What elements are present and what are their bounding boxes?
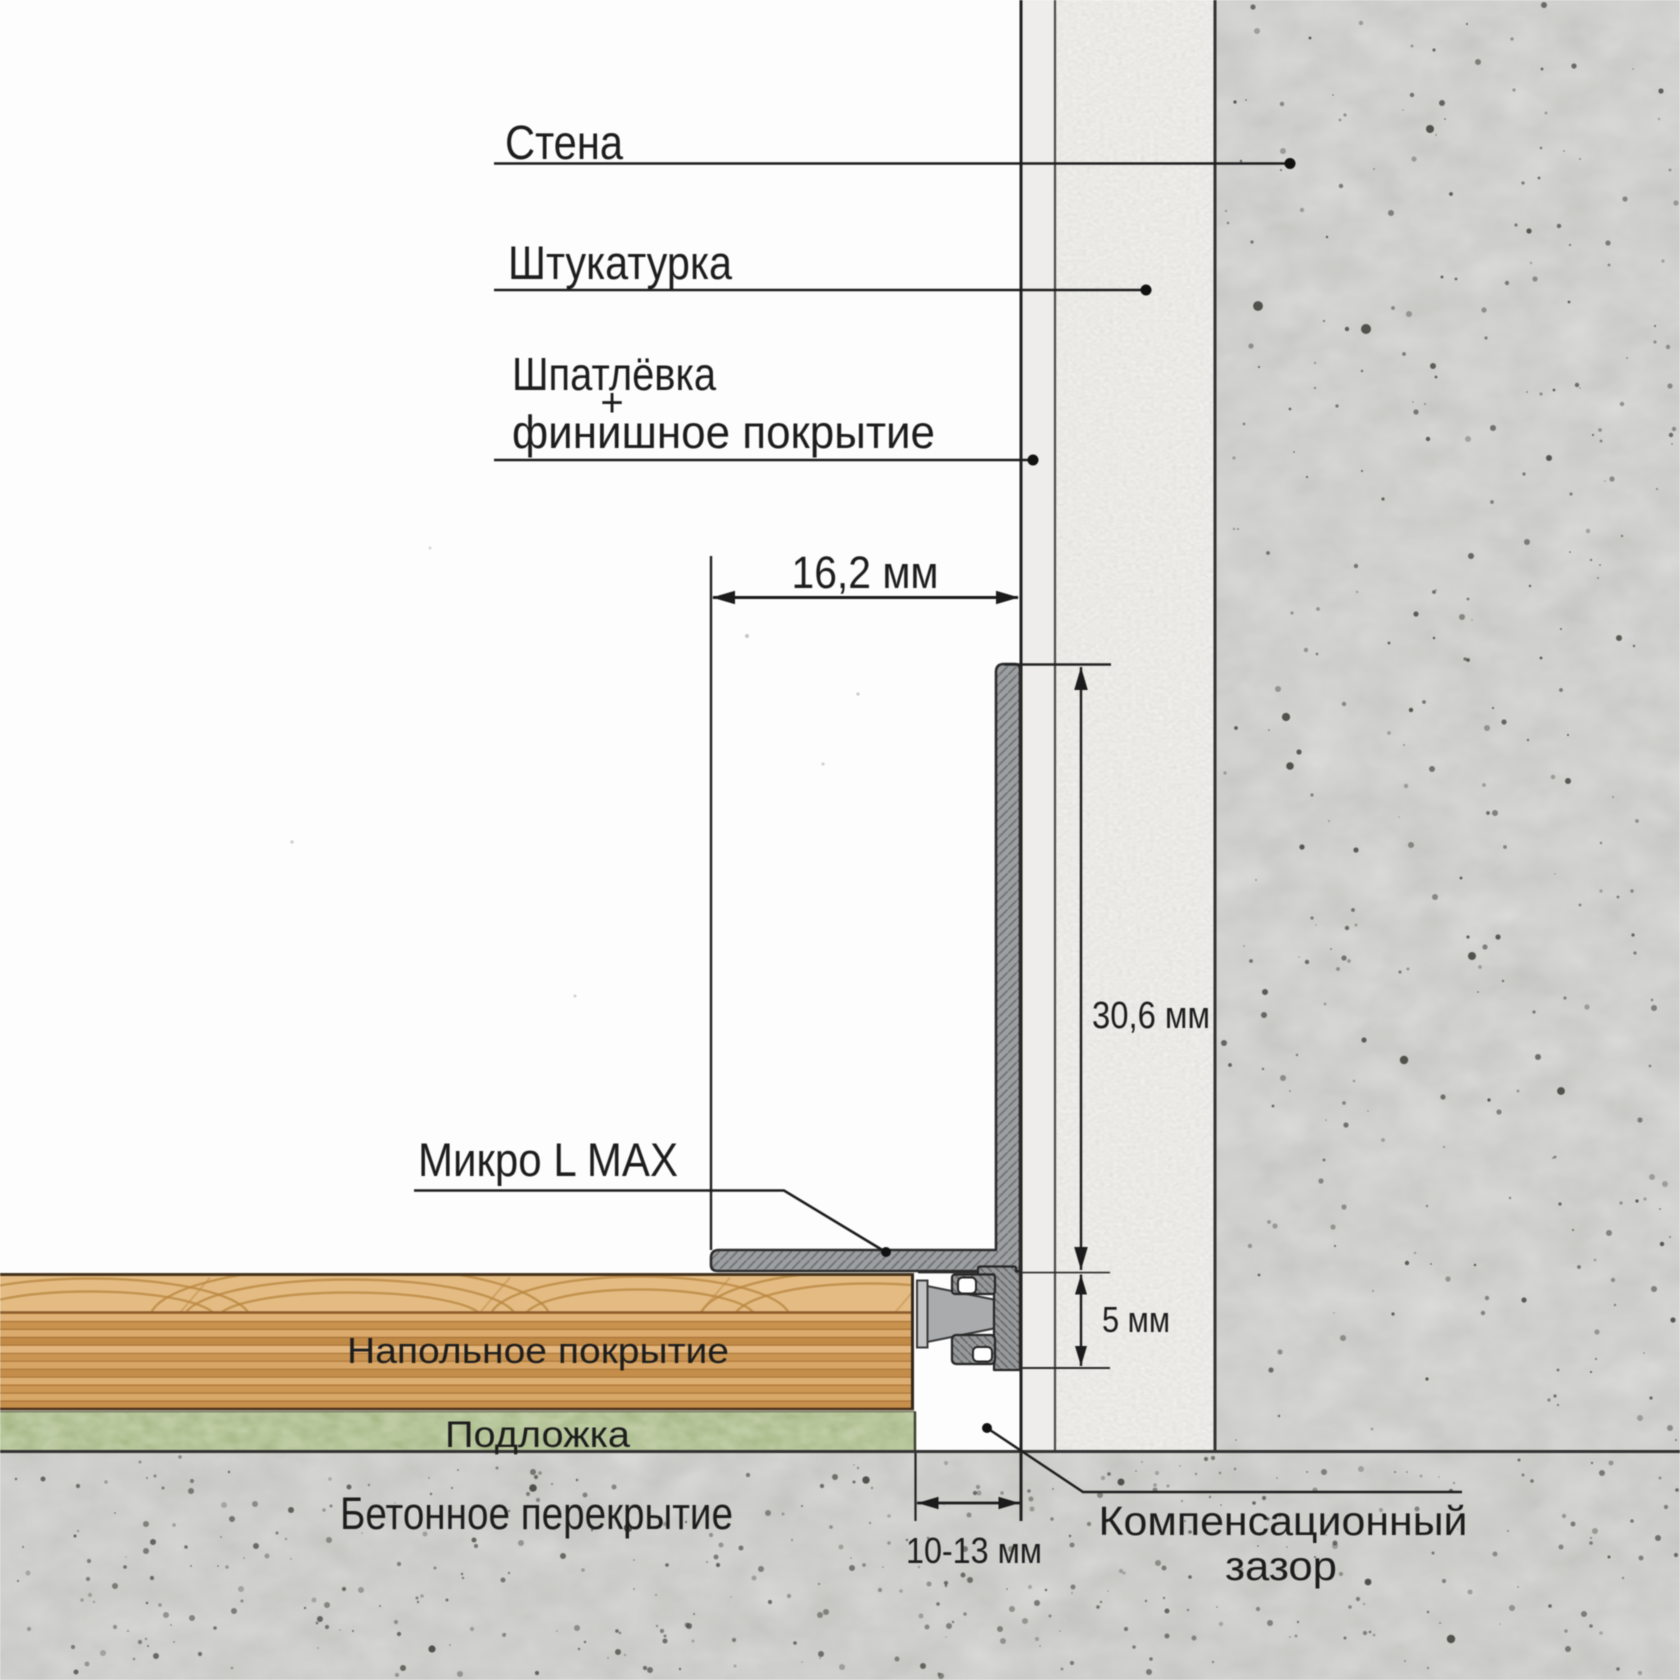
svg-text:10-13 мм: 10-13 мм <box>906 1530 1042 1571</box>
svg-text:Стена: Стена <box>505 117 623 170</box>
svg-text:Компенсационный: Компенсационный <box>1099 1498 1468 1544</box>
svg-text:Штукатурка: Штукатурка <box>508 236 733 289</box>
svg-text:Шпатлёвка: Шпатлёвка <box>512 348 716 400</box>
svg-text:+: + <box>600 381 623 425</box>
svg-text:Бетонное перекрытие: Бетонное перекрытие <box>340 1488 733 1539</box>
svg-text:финишное покрытие: финишное покрытие <box>512 406 935 458</box>
svg-text:30,6 мм: 30,6 мм <box>1092 995 1210 1037</box>
svg-text:Напольное покрытие: Напольное покрытие <box>347 1330 729 1371</box>
svg-text:Подложка: Подложка <box>445 1414 630 1455</box>
svg-text:Микро L MAX: Микро L MAX <box>418 1133 678 1186</box>
svg-text:зазор: зазор <box>1225 1543 1337 1589</box>
svg-text:5 мм: 5 мм <box>1102 1299 1170 1340</box>
svg-text:16,2 мм: 16,2 мм <box>792 547 939 598</box>
